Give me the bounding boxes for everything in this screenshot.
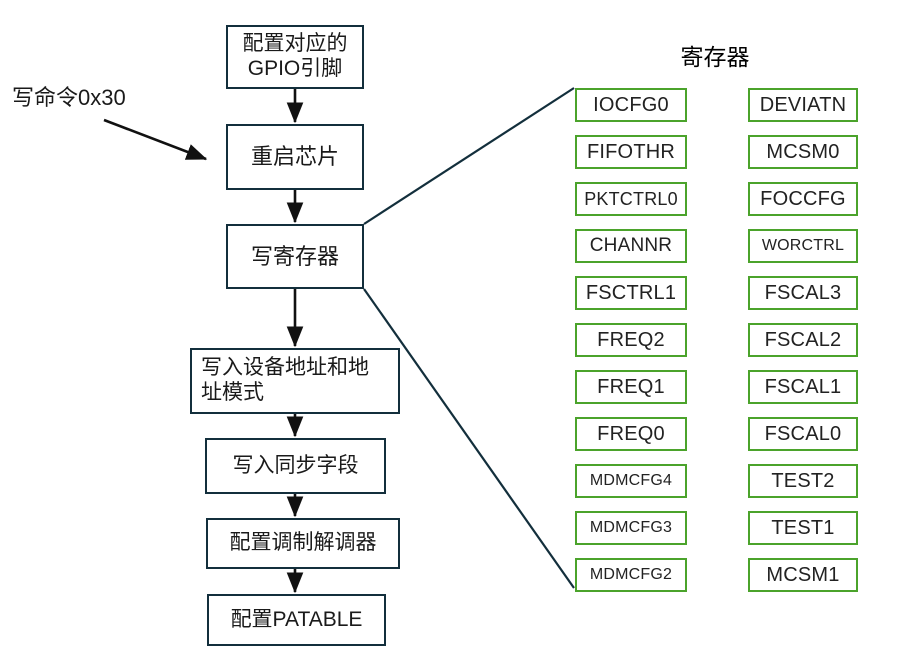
flow-step-label: 写寄存器 bbox=[250, 243, 339, 269]
write-command-annotation: 写命令0x30 bbox=[12, 85, 126, 110]
register-group-title: 寄存器 bbox=[680, 44, 750, 70]
register-box-fscal1: FSCAL1 bbox=[748, 370, 858, 404]
callout-arrow-line bbox=[103, 118, 208, 161]
flow-step-label: 写入同步字段 bbox=[232, 453, 359, 477]
register-label: DEVIATN bbox=[759, 93, 847, 116]
flow-step-syncword: 写入同步字段 bbox=[205, 438, 386, 494]
flow-step-reset: 重启芯片 bbox=[226, 124, 364, 190]
register-box-test2: TEST2 bbox=[748, 464, 858, 498]
register-label: FIFOTHR bbox=[586, 140, 676, 163]
register-label: FOCCFG bbox=[760, 187, 846, 210]
register-label: MDMCFG2 bbox=[589, 566, 673, 583]
register-label: FREQ2 bbox=[597, 328, 665, 351]
register-label: MCSM1 bbox=[766, 563, 840, 586]
register-box-worctrl: WORCTRL bbox=[748, 229, 858, 263]
flow-step-writeregs: 写寄存器 bbox=[226, 224, 364, 289]
register-box-fscal2: FSCAL2 bbox=[748, 323, 858, 357]
register-box-mdmcfg3: MDMCFG3 bbox=[575, 511, 687, 545]
register-label: WORCTRL bbox=[761, 237, 845, 254]
flow-step-label: 写入设备地址和地 址模式 bbox=[201, 356, 369, 404]
register-label: MCSM0 bbox=[766, 140, 840, 163]
register-box-fscal0: FSCAL0 bbox=[748, 417, 858, 451]
register-box-mcsm0: MCSM0 bbox=[748, 135, 858, 169]
flow-step-label: 配置PATABLE bbox=[230, 607, 363, 631]
register-label: IOCFG0 bbox=[593, 93, 669, 116]
register-label: FSCAL0 bbox=[764, 422, 842, 445]
register-label: CHANNR bbox=[589, 235, 673, 256]
register-label: PKTCTRL0 bbox=[584, 188, 678, 209]
register-box-fifothr: FIFOTHR bbox=[575, 135, 687, 169]
flow-step-label: 配置调制解调器 bbox=[229, 531, 377, 555]
register-box-freq1: FREQ1 bbox=[575, 370, 687, 404]
register-box-mdmcfg2: MDMCFG2 bbox=[575, 558, 687, 592]
register-box-pktctrl0: PKTCTRL0 bbox=[575, 182, 687, 216]
flow-step-patable: 配置PATABLE bbox=[207, 594, 386, 646]
flow-step-gpio: 配置对应的 GPIO引脚 bbox=[226, 25, 364, 89]
flow-step-modem: 配置调制解调器 bbox=[206, 518, 400, 569]
register-box-foccfg: FOCCFG bbox=[748, 182, 858, 216]
register-label: FSCAL1 bbox=[764, 375, 842, 398]
register-box-fsctrl1: FSCTRL1 bbox=[575, 276, 687, 310]
register-label: FREQ1 bbox=[597, 375, 665, 398]
register-box-fscal3: FSCAL3 bbox=[748, 276, 858, 310]
register-label: TEST2 bbox=[771, 469, 835, 492]
register-label: FSCTRL1 bbox=[585, 281, 677, 304]
callout-arrow bbox=[103, 118, 208, 161]
register-box-mcsm1: MCSM1 bbox=[748, 558, 858, 592]
register-box-test1: TEST1 bbox=[748, 511, 858, 545]
register-box-freq2: FREQ2 bbox=[575, 323, 687, 357]
flow-step-label: 重启芯片 bbox=[250, 144, 339, 170]
flow-step-addr: 写入设备地址和地 址模式 bbox=[190, 348, 400, 414]
register-label: FSCAL3 bbox=[764, 281, 842, 304]
expander-line-1 bbox=[363, 87, 575, 225]
register-label: FREQ0 bbox=[597, 422, 665, 445]
register-expander-lines bbox=[363, 87, 575, 589]
register-box-iocfg0: IOCFG0 bbox=[575, 88, 687, 122]
flow-step-label: 配置对应的 GPIO引脚 bbox=[242, 32, 348, 80]
register-box-deviatn: DEVIATN bbox=[748, 88, 858, 122]
register-box-mdmcfg4: MDMCFG4 bbox=[575, 464, 687, 498]
register-label: TEST1 bbox=[771, 516, 835, 539]
register-label: MDMCFG4 bbox=[589, 472, 673, 489]
register-box-freq0: FREQ0 bbox=[575, 417, 687, 451]
register-label: MDMCFG3 bbox=[589, 519, 673, 536]
register-label: FSCAL2 bbox=[764, 328, 842, 351]
register-box-channr: CHANNR bbox=[575, 229, 687, 263]
